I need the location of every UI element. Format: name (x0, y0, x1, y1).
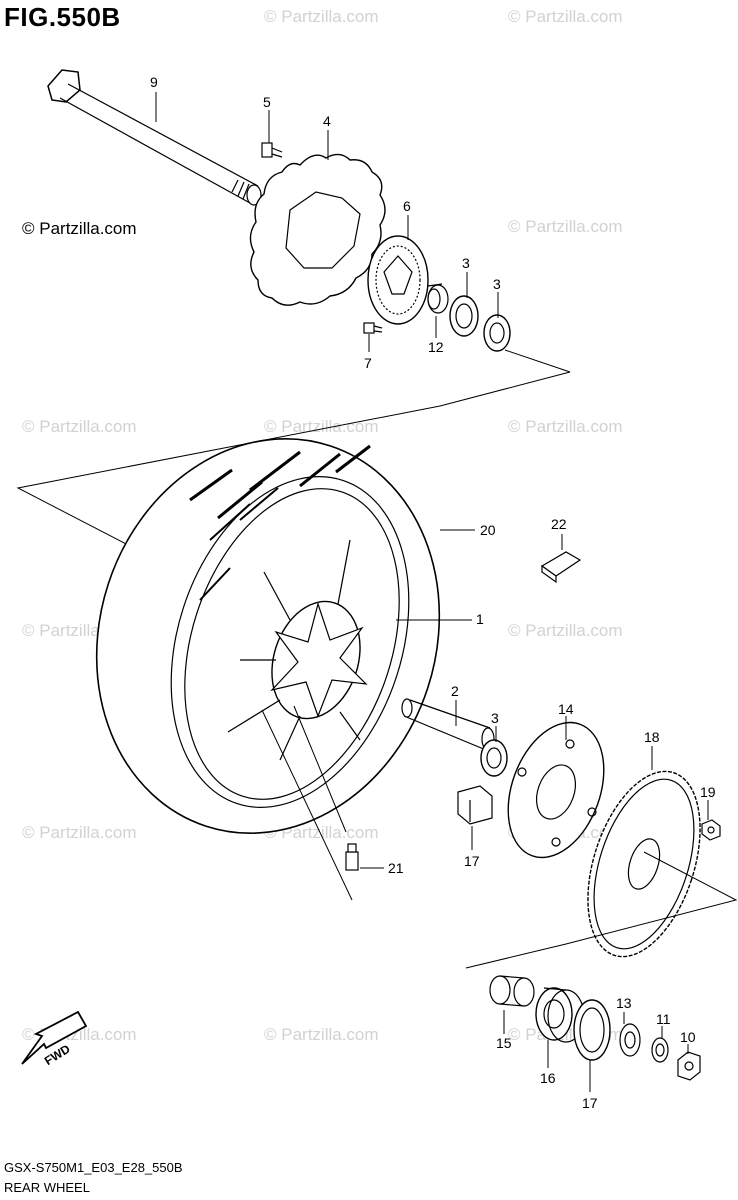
wheel-hub (227, 539, 368, 761)
callout-9: 9 (150, 74, 158, 90)
sensor-bolt (363, 322, 383, 334)
drum-seal (573, 999, 611, 1061)
brake-disc (249, 153, 386, 306)
tire-valve (345, 843, 359, 871)
washer (651, 1037, 669, 1063)
watermark: © Partzilla.com (264, 1025, 379, 1044)
callout-14: 14 (558, 701, 574, 717)
sprocket-mounting-drum (507, 721, 605, 859)
balancer-weight (540, 551, 582, 584)
watermark: © Partzilla.com (22, 823, 137, 842)
callout-17: 17 (582, 1095, 598, 1111)
drum-spacer-outer (619, 1023, 641, 1057)
callout-2: 2 (451, 683, 459, 699)
watermark: © Partzilla.com (508, 217, 623, 236)
watermark: © Partzilla.com (508, 7, 623, 26)
cush-drive-damper (457, 785, 493, 825)
rear-sprocket (587, 770, 701, 958)
callout-7: 6 (403, 198, 411, 214)
callout-10: 10 (680, 1029, 696, 1045)
drum-spacer (489, 975, 535, 1007)
axle-nut (677, 1051, 701, 1081)
fwd-arrow-icon (21, 1010, 88, 1065)
section-name: REAR WHEEL (4, 1180, 90, 1195)
sprocket-nut (701, 819, 721, 841)
sensor-rotor (367, 235, 429, 325)
callout-23: 22 (551, 516, 567, 532)
callout-11: 11 (656, 1011, 671, 1027)
rear-tire (95, 438, 441, 834)
callout-22: 21 (388, 860, 404, 876)
watermark: © Partzilla.com (264, 417, 379, 436)
watermark: © Partzilla.com (264, 7, 379, 26)
callout-15: 15 (496, 1035, 512, 1051)
callout-8: 7 (364, 355, 372, 371)
leader-lines (155, 92, 709, 1092)
callout-3b: 3 (491, 710, 499, 726)
callout-4: 3 (462, 255, 470, 271)
model-code: GSX-S750M1_E03_E28_550B (4, 1160, 183, 1175)
disc-bolt (261, 142, 283, 158)
callout-13: 13 (616, 995, 632, 1011)
drum-bearing (535, 987, 585, 1043)
callout-12: 12 (428, 339, 444, 355)
rear-axle (47, 69, 262, 206)
callouts: 9 5 4 6 3 3 12 7 20 22 1 2 3 14 18 19 21… (150, 74, 716, 1111)
watermark: © Partzilla.com (508, 417, 623, 436)
bearing (480, 739, 508, 777)
watermark: © Partzilla.com (508, 621, 623, 640)
watermark: © Partzilla.com (22, 219, 137, 238)
callout-6: 5 (263, 94, 271, 110)
oil-seal (449, 295, 479, 337)
callout-3: 3 (493, 276, 501, 292)
watermark: © Partzilla.com (22, 417, 137, 436)
callout-18: 17 (464, 853, 480, 869)
callout-5: 4 (323, 113, 331, 129)
figure-title: FIG.550B (4, 2, 121, 32)
spacer (427, 283, 449, 314)
callout-20: 19 (700, 784, 716, 800)
callout-1: 1 (476, 611, 484, 627)
callout-19: 18 (644, 729, 660, 745)
callout-16: 16 (540, 1070, 556, 1086)
bearing (483, 314, 511, 352)
callout-21: 20 (480, 522, 496, 538)
